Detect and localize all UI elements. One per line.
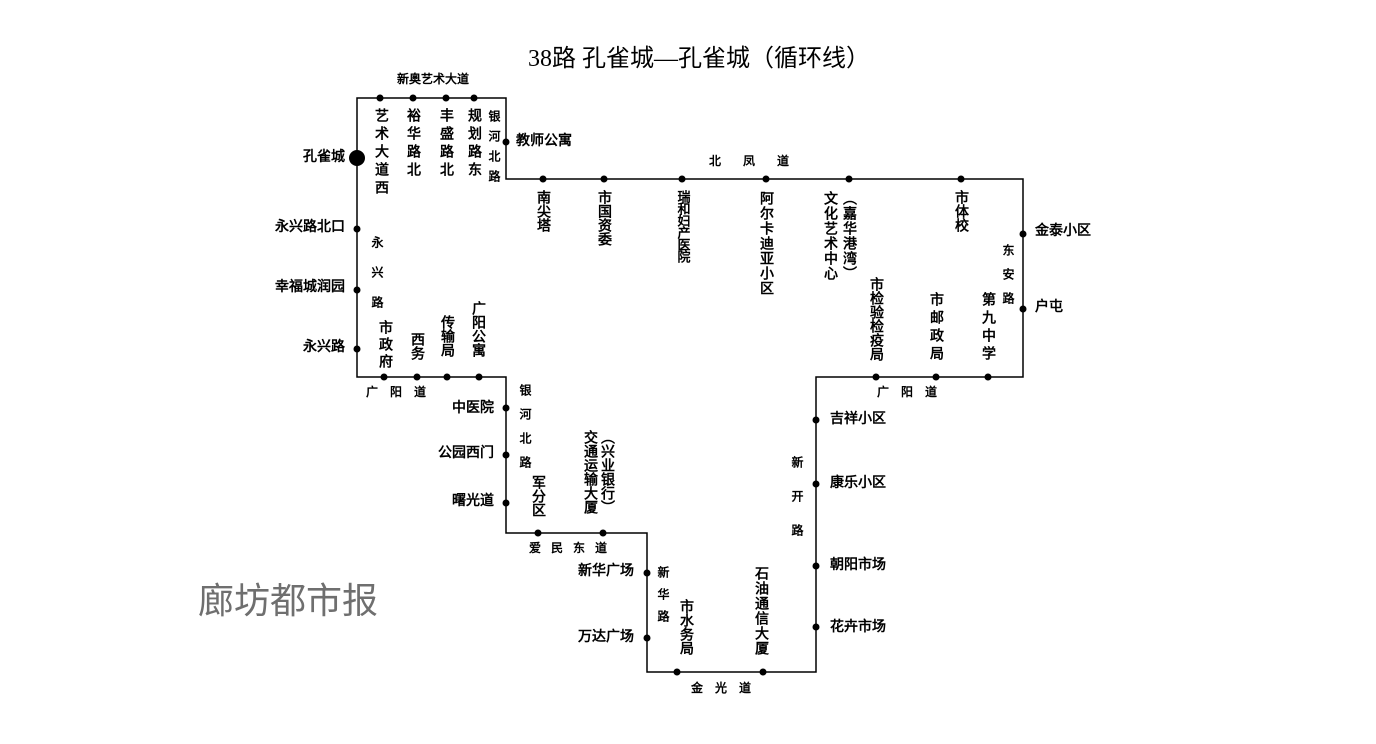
stop-marker	[353, 225, 361, 233]
stop-marker	[812, 416, 820, 424]
road-label: 新华路	[656, 566, 670, 632]
stop-marker	[984, 373, 992, 381]
stop-label: 市政府	[377, 320, 393, 371]
stop-marker	[442, 94, 450, 102]
stop-marker	[353, 286, 361, 294]
stop-label: 石油通信大厦	[753, 566, 769, 656]
road-label: 广阳道	[365, 385, 439, 399]
stop-marker	[413, 373, 421, 381]
stop-label: 市邮政局	[928, 292, 944, 364]
stop-label: 曙光道	[452, 493, 494, 509]
road-label: 银河北路	[518, 384, 532, 480]
stop-marker	[409, 94, 417, 102]
road-label: 新开路	[790, 456, 804, 558]
stop-marker	[502, 404, 510, 412]
stop-marker	[502, 451, 510, 459]
terminal-stop-marker	[349, 150, 365, 166]
stop-marker	[812, 480, 820, 488]
stop-marker	[443, 373, 451, 381]
stop-marker	[812, 562, 820, 570]
stop-marker	[502, 499, 510, 507]
stop-marker	[845, 175, 853, 183]
stop-label: 西务	[409, 332, 425, 360]
stop-label: 第九中学	[980, 292, 996, 364]
stop-marker	[380, 373, 388, 381]
road-label: 银河北路	[487, 110, 501, 190]
stop-label: 市国资委	[596, 190, 612, 246]
stop-marker	[932, 373, 940, 381]
stop-sublabel: （兴业银行）	[599, 430, 615, 514]
stop-label: 朝阳市场	[830, 557, 886, 573]
stop-marker	[643, 569, 651, 577]
road-label: 爱民东道	[528, 541, 618, 555]
stop-marker	[957, 175, 965, 183]
stop-marker	[678, 175, 686, 183]
stop-label: 吉祥小区	[830, 411, 886, 427]
stop-label: 军分区	[530, 475, 546, 517]
stop-label: 永兴路	[303, 339, 345, 355]
stop-label: 新华广场	[578, 563, 634, 579]
stop-label: 公园西门	[438, 445, 494, 461]
stop-label: 交通运输大厦	[582, 430, 598, 514]
route-line	[356, 97, 1024, 673]
stop-label: 广阳公寓	[470, 301, 486, 357]
stop-label: 文化艺术中心	[822, 191, 838, 281]
road-label: 北凤道	[708, 154, 812, 168]
stop-label: 规划路东	[466, 108, 482, 180]
stop-label: 瑞和妇产医院	[674, 190, 690, 262]
stop-marker	[475, 373, 483, 381]
stop-marker	[759, 668, 767, 676]
stop-label: 户屯	[1035, 299, 1063, 315]
stop-marker	[539, 175, 547, 183]
road-label: 新奥艺术大道	[396, 72, 470, 86]
stop-marker	[470, 94, 478, 102]
road-label: 永兴路	[370, 236, 384, 326]
stop-label: 教师公寓	[516, 133, 572, 149]
stop-marker	[643, 634, 651, 642]
stop-marker	[1019, 305, 1027, 313]
road-label: 广阳道	[876, 385, 950, 399]
stop-label: 丰盛路北	[438, 108, 454, 180]
road-label: 金光道	[690, 681, 764, 695]
stop-marker	[673, 668, 681, 676]
stop-label: 南尖塔	[535, 190, 551, 232]
stop-marker	[872, 373, 880, 381]
stop-label: 市水务局	[678, 599, 694, 655]
stop-label: 中医院	[452, 400, 494, 416]
stop-label: 康乐小区	[830, 475, 886, 491]
newspaper-watermark: 廊坊都市报	[198, 581, 379, 622]
stop-marker	[376, 94, 384, 102]
stop-label: 市体校	[953, 190, 969, 232]
road-label: 东安路	[1001, 244, 1015, 316]
stop-label: 金泰小区	[1035, 223, 1091, 239]
stop-label: 万达广场	[578, 629, 634, 645]
stop-sublabel: （嘉华港湾）	[841, 191, 857, 281]
stop-label: 孔雀城	[303, 149, 345, 165]
stop-marker	[353, 345, 361, 353]
stop-label: 幸福城润园	[275, 279, 345, 295]
stop-label: 阿尔卡迪亚小区	[758, 191, 774, 296]
stop-label: 永兴路北口	[275, 219, 345, 235]
stop-label: 传输局	[439, 315, 455, 357]
stop-marker	[1019, 230, 1027, 238]
stop-marker	[502, 138, 510, 146]
stop-marker	[600, 175, 608, 183]
route-title: 38路 孔雀城—孔雀城（循环线）	[528, 46, 870, 72]
stop-label: 花卉市场	[830, 619, 886, 635]
stop-marker	[599, 529, 607, 537]
stop-marker	[812, 623, 820, 631]
stop-label: 艺术大道西	[373, 108, 389, 198]
stop-label: 裕华路北	[405, 108, 421, 180]
stop-marker	[762, 175, 770, 183]
stop-marker	[534, 529, 542, 537]
stop-label: 市检验检疫局	[868, 277, 884, 361]
